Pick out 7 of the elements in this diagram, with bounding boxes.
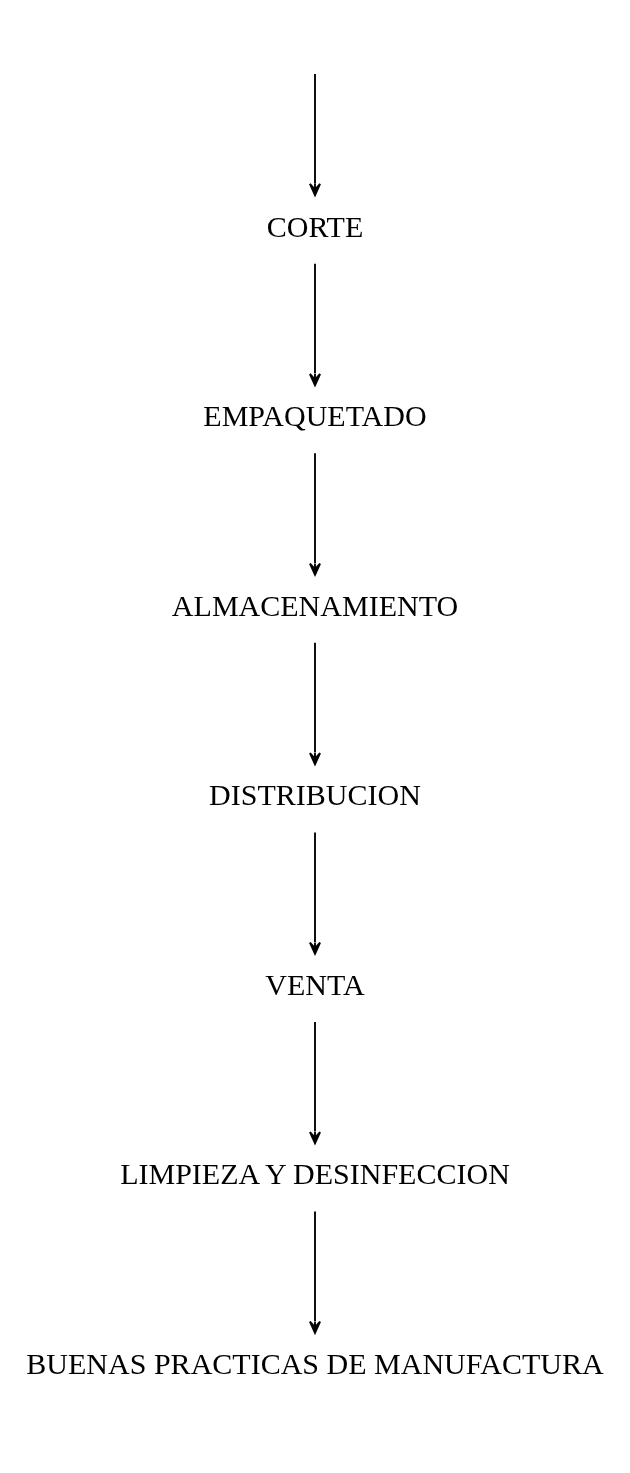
node-text: DISTRIBUCION <box>209 778 421 812</box>
node-text: LIMPIEZA Y DESINFECCION <box>120 1157 510 1191</box>
node-text: EMPAQUETADO <box>203 399 427 433</box>
node-text: BUENAS PRACTICAS DE MANUFACTURA <box>26 1346 604 1380</box>
node-text: CORTE <box>266 209 364 243</box>
node-text: ALMACENAMIENTO <box>171 588 459 622</box>
node-text: VENTA <box>265 967 365 1001</box>
